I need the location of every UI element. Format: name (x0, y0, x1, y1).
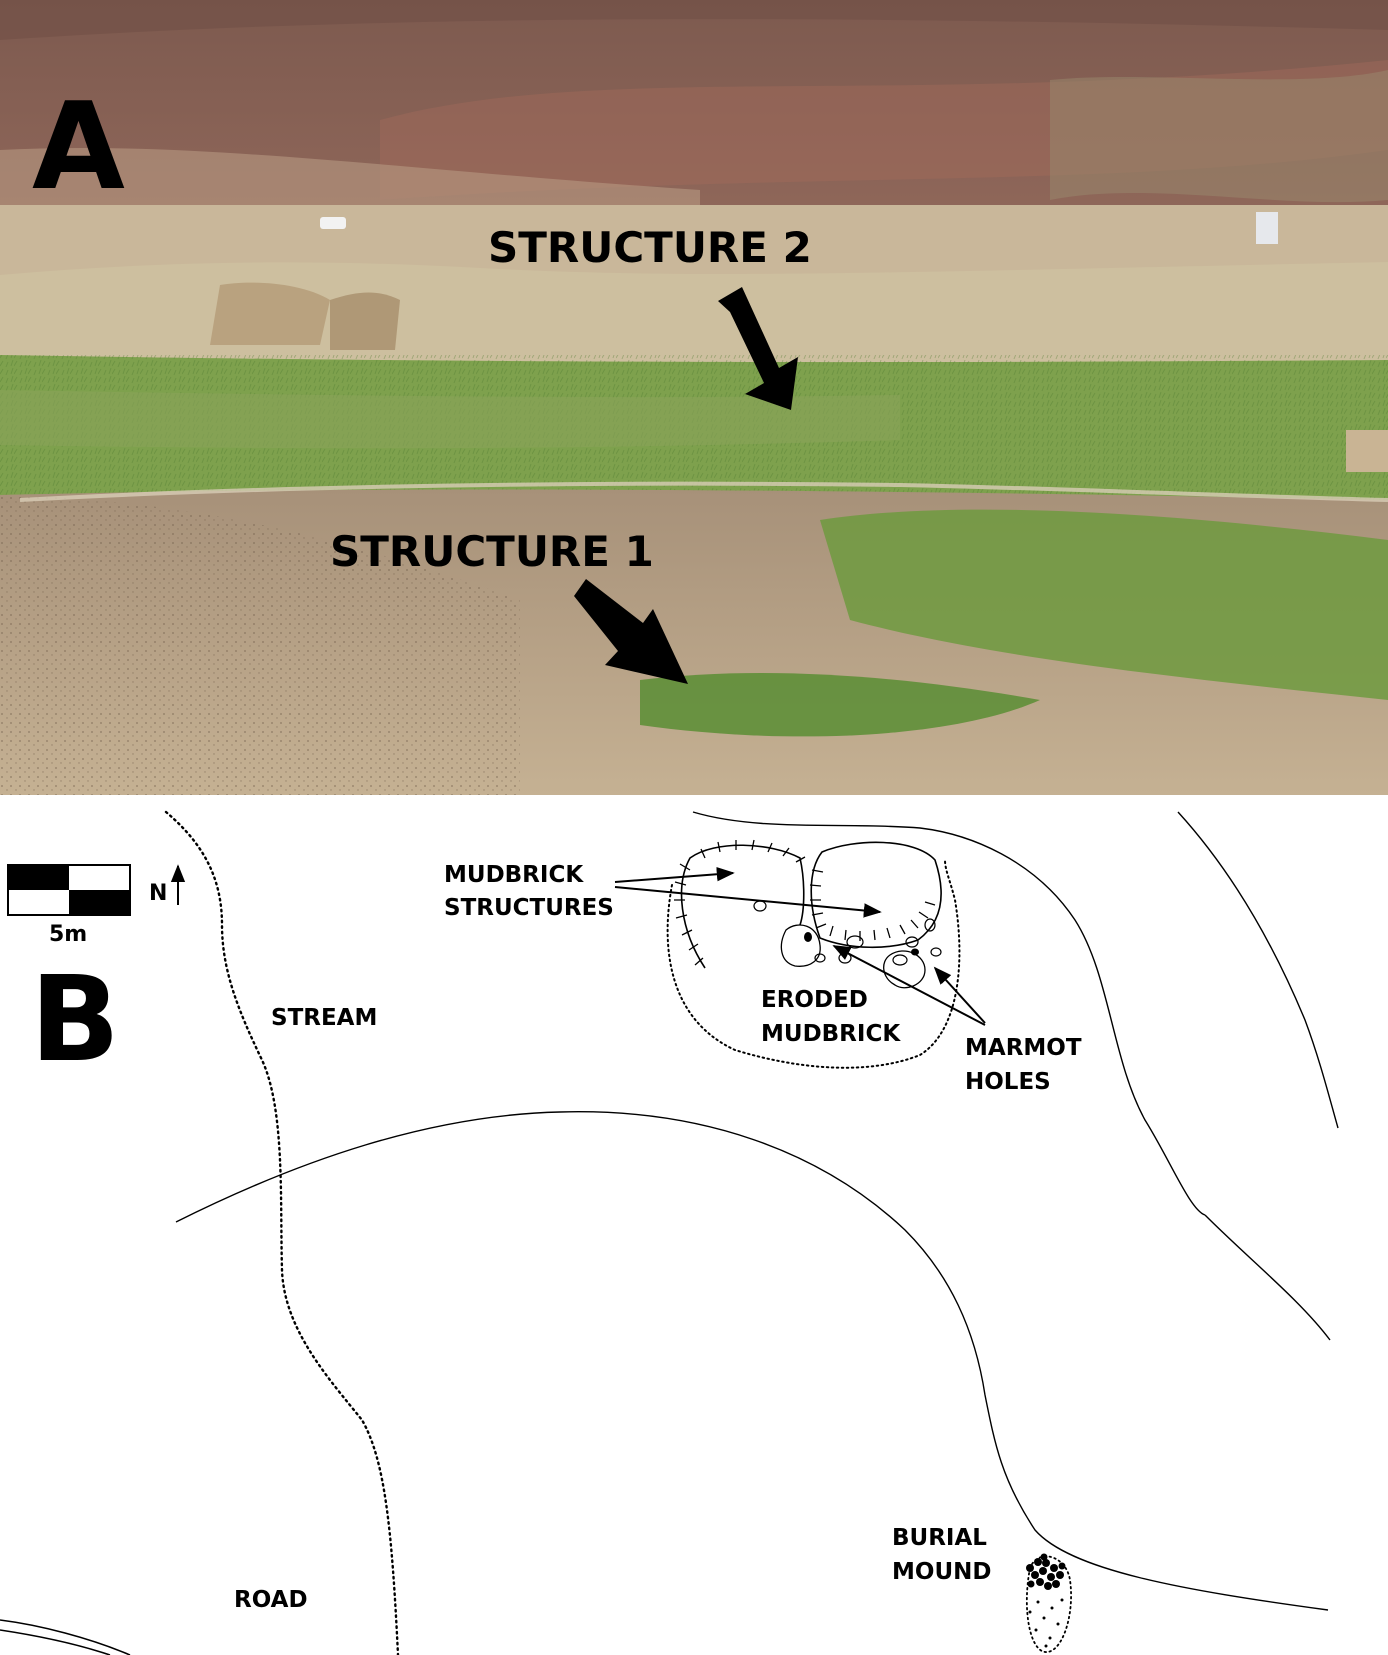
rubble-stone (905, 936, 919, 948)
burial-mound-outline (1025, 1555, 1072, 1653)
structure-outline-dotted (666, 859, 961, 1069)
rubble-stone (814, 953, 826, 963)
cliff-face (210, 282, 330, 345)
structure-2-arrow (718, 287, 798, 410)
rubble-stone (892, 954, 908, 966)
structure-1-arrow (574, 579, 688, 684)
photo-panel: STRUCTURE 2 STRUCTURE 1 A (0, 0, 1388, 795)
burial-mound-label-line-1: BURIAL (892, 1525, 987, 1551)
vehicle (320, 217, 346, 229)
burial-mound (1025, 1553, 1072, 1653)
grass-patch-structure-1 (640, 672, 1040, 737)
marmot-arrow-1 (832, 945, 986, 1026)
road-edge-2 (0, 1629, 111, 1655)
grass-patch-right (820, 509, 1388, 700)
burial-mound-stones (1026, 1553, 1066, 1648)
marmot-holes-label-line-2: HOLES (965, 1069, 1051, 1095)
burial-mound-label-line-2: MOUND (892, 1559, 991, 1585)
mudbrick-room-left-hachure (674, 839, 806, 966)
marmot-arrow-2 (933, 966, 986, 1024)
panel-b-letter: B (30, 950, 120, 1088)
terrace-edge-right-lower (1204, 1214, 1331, 1341)
plan-background (0, 795, 1388, 1655)
marmot-hole (911, 948, 919, 956)
eroded-mudbrick-label-line-2: MUDBRICK (761, 1021, 901, 1047)
terrace-edge-right (1177, 811, 1339, 1129)
mudbrick-room-right-hachure (809, 869, 936, 941)
grass-band (0, 390, 900, 449)
marmot-holes-label-line-1: MARMOT (965, 1035, 1082, 1061)
rubble-stone (924, 918, 936, 932)
panel-a-letter: A (32, 78, 125, 217)
road-label: ROAD (234, 1587, 308, 1613)
terrace-edge-upper (692, 811, 1206, 1216)
mudbrick-structures-label-line-1: MUDBRICK (444, 862, 584, 888)
stream-line (164, 810, 400, 1655)
terrace-edge-main (175, 1111, 1329, 1611)
scale-bar: 5m (7, 864, 131, 947)
scale-label: 5m (49, 922, 87, 947)
hill-crest (0, 0, 1388, 40)
mudbrick-arrow-2 (614, 886, 882, 918)
marmot-hole (804, 932, 812, 942)
stream-label: STREAM (271, 1005, 377, 1031)
eroded-mudbrick-label-line-1: ERODED (761, 987, 868, 1013)
rubble-stone (846, 935, 864, 949)
mudbrick-structures (666, 839, 961, 1069)
north-arrow-icon: N (149, 864, 186, 906)
structure-2-label: STRUCTURE 2 (488, 223, 812, 272)
white-building (1256, 212, 1278, 244)
eroded-mudbrick-left (780, 924, 821, 967)
cliff-face-shadow (330, 292, 400, 350)
ploughed-soil (0, 495, 520, 795)
mudbrick-room-right (810, 841, 942, 949)
road-edge-1 (0, 1619, 131, 1655)
north-label: N (149, 881, 167, 906)
structure-1-label: STRUCTURE 1 (330, 527, 654, 576)
hill-right-slope (1050, 70, 1388, 203)
mudbrick-structures-label-line-2: STRUCTURES (444, 895, 614, 921)
rubble-stone (930, 947, 942, 957)
hut (1346, 430, 1388, 472)
plan-panel: 5m N B (0, 795, 1388, 1655)
dirt-track (19, 481, 1388, 502)
mudbrick-arrow-1 (614, 867, 735, 883)
